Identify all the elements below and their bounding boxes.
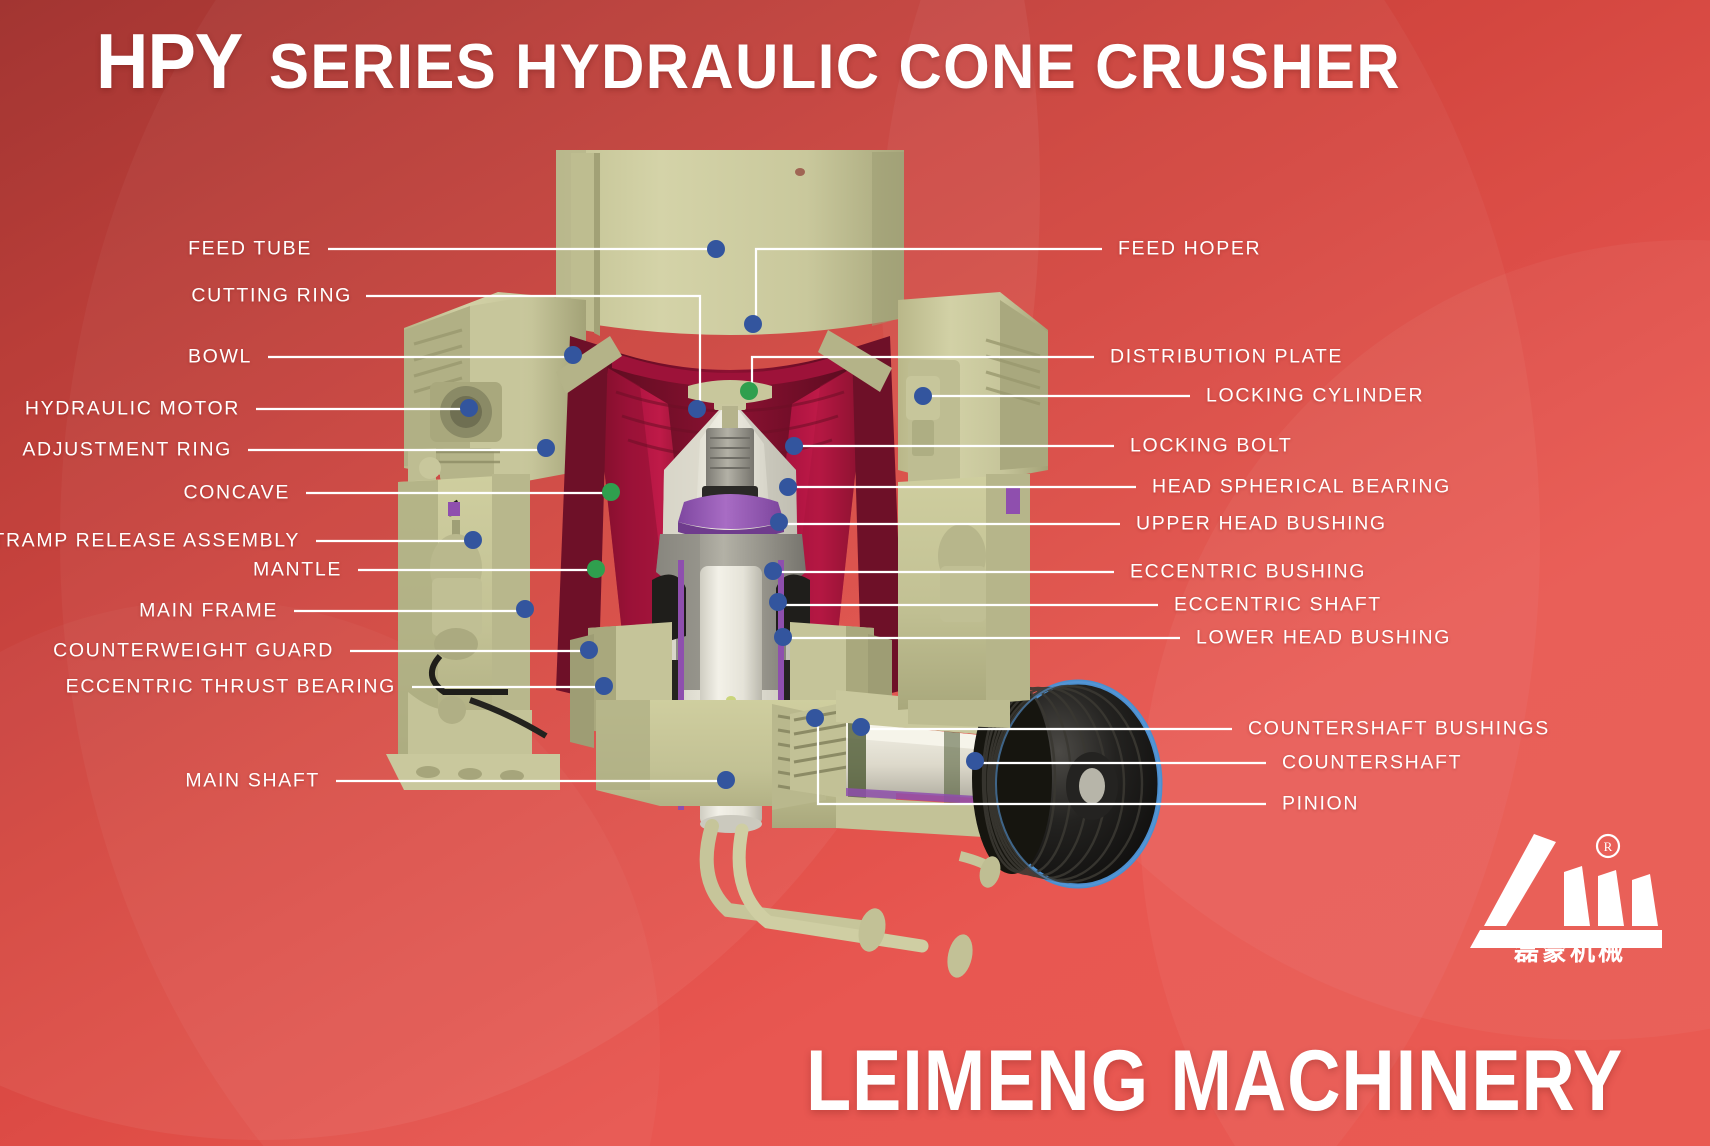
callout-dot-blue [764,562,782,580]
callout-dot-blue [595,677,613,695]
callout-dot-blue [852,718,870,736]
registered-trademark-icon [1595,833,1621,859]
callout-leader-line [754,247,1102,324]
title-accent: HPY [96,17,243,105]
callout-dot-blue [774,628,792,646]
callout-dot-blue [707,240,725,258]
registered-trademark-letter: R [1604,839,1613,854]
callout-label-tramp-release-assembly: TRAMP RELEASE ASSEMBLY [0,529,300,552]
main-frame-left [386,474,560,790]
callout-label-adjustment-ring: ADJUSTMENT RING [22,438,232,461]
callout-label-eccentric-shaft: ECCENTRIC SHAFT [1174,593,1382,616]
callout-leader-line [366,294,702,409]
callout-dot-blue [537,439,555,457]
pinion-part [790,702,854,800]
company-chinese-name: 磊蒙机械 [1513,937,1626,966]
callout-label-head-spherical-bearing: HEAD SPHERICAL BEARING [1152,475,1451,498]
callout-dot-blue [564,346,582,364]
callout-label-bowl: BOWL [187,345,252,368]
callout-dot-blue [806,709,824,727]
callout-dot-green [602,483,620,501]
feed-tube-part [571,153,600,336]
callout-dot-blue [580,641,598,659]
callout-label-countershaft-bushings: COUNTERSHAFT BUSHINGS [1248,717,1550,740]
callout-dot-blue [717,771,735,789]
callout-leader-line [816,718,1266,806]
poster-title: HPY SERIES HYDRAULIC CONE CRUSHER [96,16,1461,107]
callout-dot-blue [516,600,534,618]
callout-label-cutting-ring: CUTTING RING [191,284,352,307]
callout-label-counterweight-guard: COUNTERWEIGHT GUARD [53,639,334,662]
company-logo: R 磊蒙机械 [1468,828,1694,978]
callout-dot-blue [460,399,478,417]
callout-label-distribution-plate: DISTRIBUTION PLATE [1110,345,1344,368]
lm-monogram-icon: R [1470,833,1662,948]
callout-label-main-frame: MAIN FRAME [139,599,278,622]
callout-label-concave: CONCAVE [183,481,290,504]
callout-label-main-shaft: MAIN SHAFT [185,769,320,792]
callout-label-locking-bolt: LOCKING BOLT [1130,434,1293,457]
callout-label-countershaft: COUNTERSHAFT [1282,751,1463,774]
callout-label-upper-head-bushing: UPPER HEAD BUSHING [1136,512,1387,535]
hydraulic-rods-part [699,819,1001,978]
callout-label-lower-head-bushing: LOWER HEAD BUSHING [1196,626,1452,649]
countershaft-assembly [790,690,1010,838]
callout-label-feed-hoper: FEED HOPER [1118,237,1262,260]
callout-leader-line [750,355,1094,391]
callout-dot-blue [744,315,762,333]
feed-hopper-part [556,150,904,335]
callout-dot-green [740,382,758,400]
callout-dot-blue [688,400,706,418]
title-rest: SERIES HYDRAULIC CONE CRUSHER [269,32,1402,102]
tramp-release-assembly-part [429,499,508,695]
callout-label-mantle: MANTLE [253,558,342,581]
callout-label-feed-tube: FEED TUBE [188,237,312,260]
callout-dot-blue [785,437,803,455]
callout-label-pinion: PINION [1282,792,1360,815]
callout-dot-blue [966,752,984,770]
bowl-and-adjustment-ring [404,292,586,490]
callout-label-eccentric-thrust-bearing: ECCENTRIC THRUST BEARING [65,675,396,698]
brand-wordmark: LEIMENG MACHINERY [806,1033,1624,1129]
callout-label-eccentric-bushing: ECCENTRIC BUSHING [1130,560,1367,583]
callout-dot-blue [770,513,788,531]
callout-dot-blue [914,387,932,405]
callout-dot-green [587,560,605,578]
head-spherical-bearing-part [678,494,784,540]
callout-dot-blue [779,478,797,496]
upper-support-arms [556,330,892,394]
callout-label-locking-cylinder: LOCKING CYLINDER [1206,384,1425,407]
callout-dot-blue [464,531,482,549]
callout-dot-blue [769,593,787,611]
callout-label-hydraulic-motor: HYDRAULIC MOTOR [24,397,240,420]
